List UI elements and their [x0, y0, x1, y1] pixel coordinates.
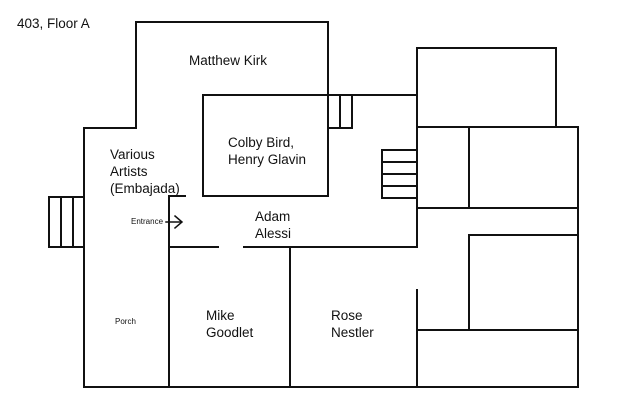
room-label-rose-nestler: Rose Nestler	[331, 307, 374, 341]
room-label-colby-henry: Colby Bird, Henry Glavin	[228, 134, 306, 168]
right-arrow-icon	[165, 214, 184, 230]
room-label-adam-alessi: Adam Alessi	[255, 208, 291, 242]
entrance-label: Entrance	[131, 217, 164, 226]
stairs-left	[48, 196, 85, 248]
outer-wall	[83, 21, 579, 388]
room-label-line: Rose	[331, 308, 363, 323]
page-title: 403, Floor A	[17, 16, 90, 31]
room-label-line: Colby Bird,	[228, 135, 295, 150]
room-label-line: Mike	[206, 308, 235, 323]
room-label-line: Artists	[110, 164, 148, 179]
room-label-line: (Embajada)	[110, 181, 180, 196]
room-label-various-artists: Various Artists (Embajada)	[110, 146, 180, 197]
room-label-line: Henry Glavin	[228, 152, 307, 167]
room-label-line: Adam	[255, 209, 291, 224]
room-label-line: Goodlet	[206, 325, 254, 340]
room-label-matthew-kirk: Matthew Kirk	[189, 53, 268, 68]
room-label-line: Nestler	[331, 325, 374, 340]
stairs-right-step	[381, 149, 418, 199]
room-label-line: Various	[110, 147, 155, 162]
room-label-mike-goodlet: Mike Goodlet	[206, 307, 253, 341]
room-label-line: Alessi	[255, 226, 292, 241]
porch-label: Porch	[115, 317, 136, 326]
